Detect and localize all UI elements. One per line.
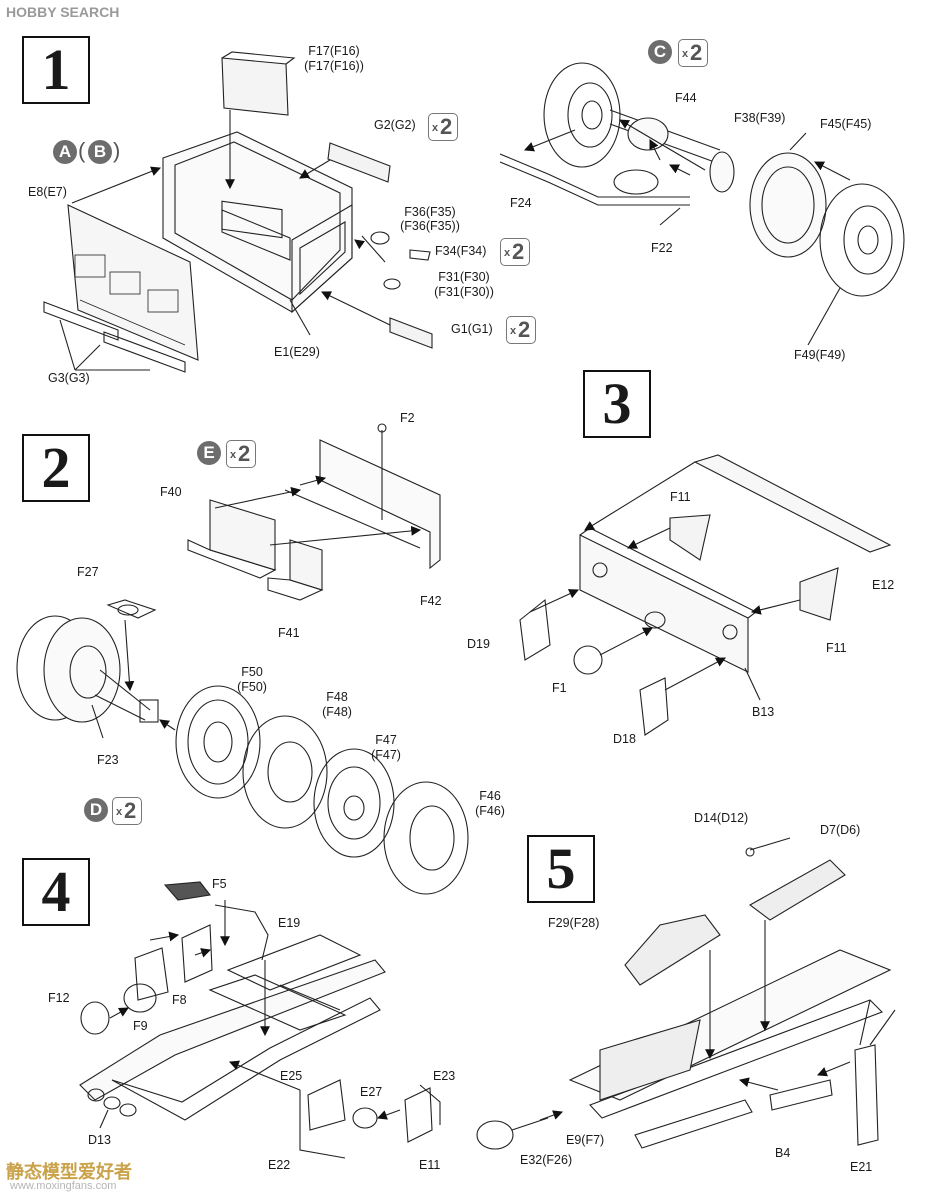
step-4-number: 4	[22, 858, 90, 926]
label-f31: F31(F30)	[438, 270, 490, 284]
label-f11-top: F11	[670, 490, 691, 504]
label-f1: F1	[552, 681, 567, 695]
label-e23: E23	[433, 1069, 456, 1083]
label-f2: F2	[400, 411, 415, 425]
step2-wheels-drawing	[16, 599, 469, 895]
variant-c-badge: C	[648, 40, 672, 64]
label-e21: E21	[850, 1160, 873, 1174]
label-f41: F41	[278, 626, 300, 640]
label-b13: B13	[752, 705, 775, 719]
label-d14: D14(D12)	[694, 811, 749, 825]
step3-bumper-drawing	[519, 454, 892, 736]
label-f50-alt: (F50)	[237, 680, 267, 694]
variant-paren-close: )	[113, 138, 121, 163]
step1-cab-drawing	[43, 51, 433, 373]
label-f50: F50	[241, 665, 263, 679]
label-e12: E12	[872, 578, 895, 592]
label-f5: F5	[212, 877, 227, 891]
label-f42: F42	[420, 594, 442, 608]
label-g1: G1(G1)	[451, 322, 493, 336]
step-2-number: 2	[22, 434, 90, 502]
label-d19: D19	[467, 637, 490, 651]
label-b4: B4	[775, 1146, 791, 1160]
label-e9: E9(F7)	[566, 1133, 605, 1147]
label-f47-alt: (F47)	[371, 748, 401, 762]
step-3-number: 3	[583, 370, 651, 438]
label-f47: F47	[375, 733, 397, 747]
label-f36-alt: (F36(F35))	[400, 219, 460, 233]
label-f23: F23	[97, 753, 119, 767]
watermark-bottom-url: www.moxingfans.com	[10, 1180, 117, 1192]
variant-a-badge: A	[53, 140, 77, 164]
label-f8: F8	[172, 993, 187, 1007]
label-f46-alt: (F46)	[475, 804, 505, 818]
label-f48: F48	[326, 690, 348, 704]
label-f22: F22	[651, 241, 673, 255]
label-f36: F36(F35)	[404, 205, 456, 219]
label-f11-right: F11	[826, 641, 847, 655]
label-g3: G3(G3)	[48, 371, 90, 385]
label-f48-alt: (F48)	[322, 705, 352, 719]
label-e25: E25	[280, 1069, 303, 1083]
step-5-number: 5	[527, 835, 595, 903]
variant-paren-open: (	[78, 138, 86, 163]
step4-chassis-drawing	[79, 881, 441, 1159]
label-f49: F49(F49)	[794, 348, 846, 362]
label-f40: F40	[160, 485, 182, 499]
variant-d-badge: D	[84, 798, 108, 822]
label-e27: E27	[360, 1085, 383, 1099]
label-f27: F27	[77, 565, 99, 579]
label-g2: G2(G2)	[374, 118, 416, 132]
label-e32: E32(F26)	[520, 1153, 573, 1167]
label-f17-alt: (F17(F16))	[304, 59, 364, 73]
label-e8: E8(E7)	[28, 185, 67, 199]
variant-b-badge: B	[88, 140, 112, 164]
step1-axle-drawing	[499, 62, 905, 346]
label-f46: F46	[479, 789, 501, 803]
label-f12: F12	[48, 991, 70, 1005]
label-f38: F38(F39)	[734, 111, 786, 125]
label-f24: F24	[510, 196, 532, 210]
step2-seats-drawing	[187, 423, 441, 601]
variant-e-badge: E	[197, 441, 221, 465]
label-e11: E11	[419, 1158, 441, 1172]
label-f44: F44	[675, 91, 697, 105]
label-f31-alt: (F31(F30))	[434, 285, 494, 299]
label-f17: F17(F16)	[308, 44, 360, 58]
watermark-top: HOBBY SEARCH	[6, 4, 120, 20]
label-f45: F45(F45)	[820, 117, 872, 131]
label-d18: D18	[613, 732, 636, 746]
label-e1: E1(E29)	[274, 345, 320, 359]
step-1-number: 1	[22, 36, 90, 104]
label-e19: E19	[278, 916, 301, 930]
label-f9: F9	[133, 1019, 148, 1033]
watermark-bottom-cn: 静态模型爱好者	[6, 1162, 132, 1182]
label-d7: D7(D6)	[820, 823, 861, 837]
label-f34: F34(F34)	[435, 244, 487, 258]
label-f29: F29(F28)	[548, 916, 600, 930]
label-e22: E22	[268, 1158, 291, 1172]
label-d13: D13	[88, 1133, 111, 1147]
step5-chassis-drawing	[476, 837, 896, 1150]
